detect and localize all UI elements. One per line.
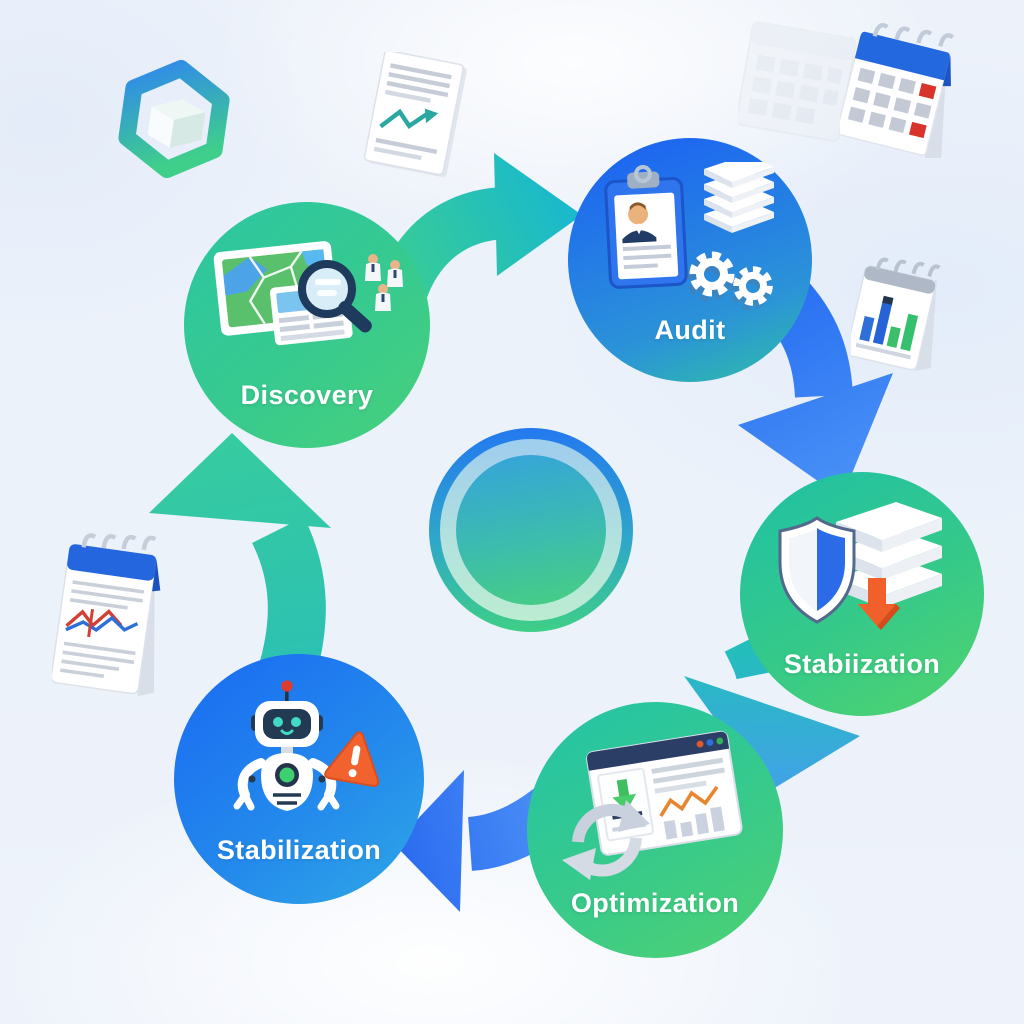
stage-node-stabilization-right: Stabiization xyxy=(740,472,984,716)
bar-chart-notepad-icon xyxy=(845,250,959,387)
stage-node-optimization: Optimization xyxy=(527,702,783,958)
document-line-chart-icon xyxy=(360,49,472,203)
robot xyxy=(233,680,340,811)
stage-label-audit: Audit xyxy=(654,314,726,345)
magnifier-glass xyxy=(298,259,372,333)
ghost-calendar-icon xyxy=(735,16,858,151)
stage-node-stabilization-left: Stabilization xyxy=(174,654,424,904)
stage-node-audit: Audit xyxy=(568,138,812,382)
desk-calendar-icon xyxy=(836,22,970,175)
refresh-arrows xyxy=(562,799,650,880)
hexagon-cube-icon xyxy=(116,59,232,183)
people-figures xyxy=(365,253,403,311)
stage-label-stabilization-left: Stabilization xyxy=(216,835,382,866)
download-arrow xyxy=(858,578,900,631)
analytics-window-refresh-icon xyxy=(560,728,750,893)
stage-label-optimization: Optimization xyxy=(570,887,740,918)
robot-warning-icon xyxy=(209,679,389,844)
stage-label-stabilization-right: Stabiization xyxy=(783,648,941,679)
gear xyxy=(730,266,773,311)
shield xyxy=(778,516,856,625)
paper-stack xyxy=(704,155,774,234)
clipboard-person-gears-icon xyxy=(600,155,780,317)
gear xyxy=(686,251,735,302)
warning-triangle xyxy=(324,731,380,787)
line-chart-notepad-icon xyxy=(50,528,180,713)
shield-stack-download-icon xyxy=(772,496,952,651)
browser-window xyxy=(586,730,743,856)
stage-node-discovery: Discovery xyxy=(184,202,430,448)
clipboard xyxy=(604,165,688,290)
cycle-hub-ring-icon xyxy=(429,428,633,632)
stage-label-discovery: Discovery xyxy=(240,380,374,411)
map-search-icon xyxy=(209,227,405,372)
hub-ring-inner xyxy=(456,455,606,605)
